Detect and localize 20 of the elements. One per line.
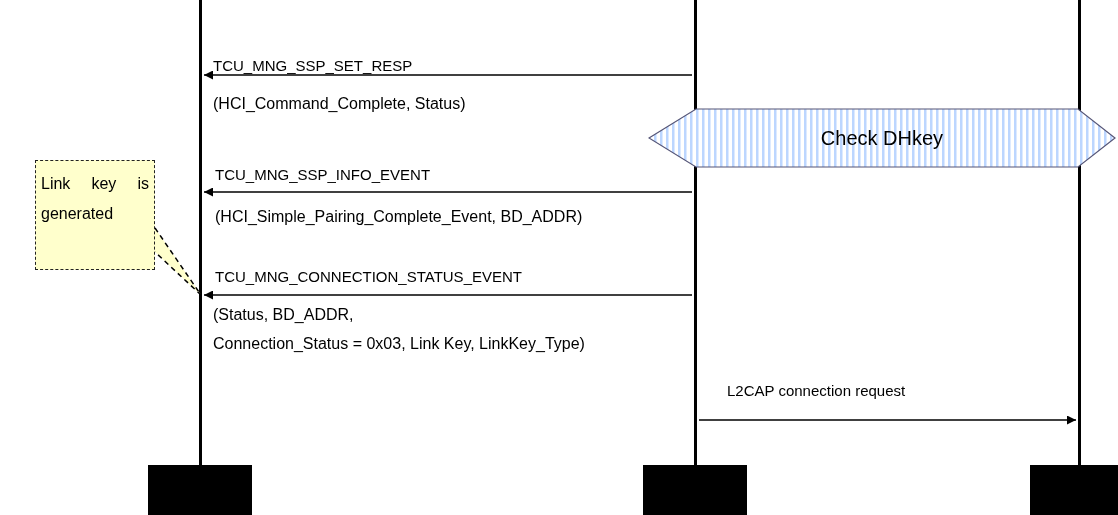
note-box [35, 160, 155, 270]
message-arrow [203, 187, 693, 197]
participant-block [643, 465, 747, 515]
message-arrow [698, 415, 1077, 425]
participant-block [1030, 465, 1118, 515]
lifeline [197, 0, 204, 465]
lifeline [692, 0, 699, 465]
process-hexagon [648, 108, 1116, 168]
callout-pointer [154, 227, 202, 296]
parameter-text: (HCI_Simple_Pairing_Complete_Event, BD_ADDR) [215, 207, 583, 226]
participant-block [148, 465, 252, 515]
parameter-text: Connection_Status = 0x03, Link Key, LinkKey_Type) [213, 334, 585, 353]
message-arrow [203, 70, 693, 80]
message-label: L2CAP connection request [727, 382, 906, 399]
parameter-text: (Status, BD_ADDR, [213, 305, 354, 324]
note-text: Link key is generated [41, 174, 149, 224]
process-label: Check DHkey [820, 126, 944, 150]
message-arrow [203, 290, 693, 300]
lifeline [1076, 0, 1083, 465]
parameter-text: (HCI_Command_Complete, Status) [213, 94, 466, 113]
